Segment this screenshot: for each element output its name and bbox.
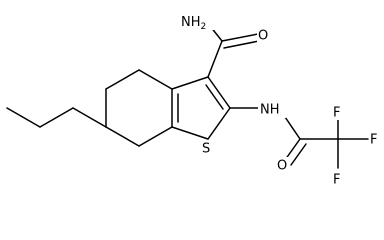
bond-c3-c2 [207,76,231,109]
atom-labels: NH2 O NH S O F F F [180,12,383,188]
bond-c3a-c4 [138,69,173,90]
bond-c7-c7a [138,126,173,147]
atom-s: S [202,142,210,157]
bond-c3-c2-double [205,84,224,110]
bond-c2-s1 [207,107,231,140]
bonds [6,20,369,169]
atom-o-amide: O [258,29,268,44]
molecule-structure: NH2 O NH S O F F F [6,12,383,188]
atom-f2: F [370,133,377,148]
bond-camide-o-double [223,40,260,49]
atom-nh: NH [260,103,280,118]
bond-s1-c7a [171,126,209,140]
bond-c6-c7 [105,126,140,147]
bond-c4-c5 [105,69,140,90]
bond-cacyl-o [284,138,301,161]
bond-nh-cacyl [282,113,301,140]
bond-c6-propyl1 [72,107,107,128]
bond-cacyl-o-double [290,143,307,166]
atom-o-acyl: O [277,159,287,174]
bond-c3-camide [207,40,223,78]
atom-nh2: NH2 [181,15,206,32]
atom-f3: F [333,173,340,188]
bond-propyl2-propyl3 [6,107,41,128]
bond-camide-o [221,33,259,42]
bond-c3a-c3 [171,76,209,90]
bond-propyl1-propyl2 [39,107,74,128]
atom-f1: F [333,106,340,121]
